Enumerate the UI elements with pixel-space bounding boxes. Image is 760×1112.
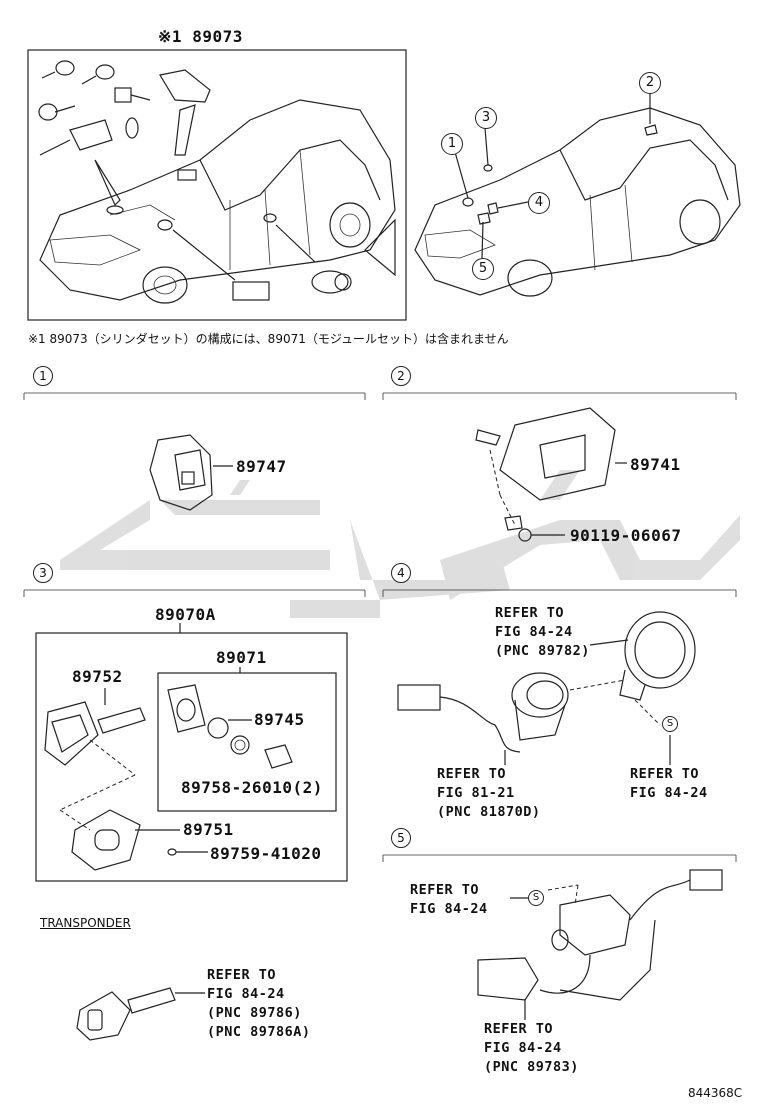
s5-refer-to-bottom[interactable]: REFER TO FIG 84-24 (PNC 89783) — [484, 1021, 579, 1075]
part-number-89758-26010[interactable]: 89758-26010(2) — [181, 778, 323, 797]
s4-refer-to-left[interactable]: REFER TO FIG 81-21 (PNC 81870D) — [437, 766, 541, 820]
part-number-89747[interactable]: 89747 — [236, 457, 287, 476]
section-5-marker[interactable]: 5 — [391, 828, 411, 848]
part-number-89759-41020[interactable]: 89759-41020 — [210, 844, 322, 863]
callout-5[interactable]: 5 — [472, 258, 494, 280]
transponder-refer-to[interactable]: REFER TO FIG 84-24 (PNC 89786) (PNC 8978… — [207, 967, 311, 1040]
module-89071-frame — [157, 672, 337, 812]
car-illustration-left — [39, 99, 396, 304]
ref-mark: ※1 — [158, 27, 183, 46]
s4-refer-to-right[interactable]: REFER TO FIG 84-24 — [630, 766, 708, 801]
callout-3[interactable]: 3 — [475, 107, 497, 129]
diagram-code: 844368C — [688, 1086, 743, 1100]
section3-parts — [44, 684, 293, 871]
cylinder-set-note: ※1 89073（シリンダセット）の構成には、89071（モジュールセット）は含… — [28, 332, 509, 346]
part-number-89070A[interactable]: 89070A — [155, 605, 216, 624]
part-number-89071[interactable]: 89071 — [216, 648, 267, 667]
s5-refer-to-top[interactable]: REFER TO FIG 84-24 — [410, 882, 488, 917]
section-2-marker[interactable]: 2 — [391, 366, 411, 386]
assy-89070A-frame — [35, 632, 348, 882]
top-left-frame — [27, 49, 407, 321]
transponder-label: TRANSPONDER — [40, 916, 131, 930]
s4-refer-to-top[interactable]: REFER TO FIG 84-24 (PNC 89782) — [495, 605, 590, 659]
part-number-90119-06067[interactable]: 90119-06067 — [570, 526, 682, 545]
part-89747-drawing — [149, 434, 233, 511]
watermark-logo — [60, 470, 740, 618]
section5-parts — [477, 869, 723, 1020]
s4-s-mark: S — [662, 716, 678, 732]
part-89741-drawing — [475, 407, 627, 542]
part-number-89073[interactable]: 89073 — [192, 27, 243, 46]
section-1-marker[interactable]: 1 — [33, 366, 53, 386]
ref-mark-part-89073: ※1 89073 — [158, 27, 243, 46]
s5-s-mark: S — [528, 890, 544, 906]
part-number-89752[interactable]: 89752 — [72, 667, 123, 686]
section-4-marker[interactable]: 4 — [391, 563, 411, 583]
part-number-89745[interactable]: 89745 — [254, 710, 305, 729]
keys-cluster — [38, 60, 352, 301]
part-number-89751[interactable]: 89751 — [183, 820, 234, 839]
callout-1[interactable]: 1 — [441, 133, 463, 155]
section-3-marker[interactable]: 3 — [33, 563, 53, 583]
callout-4[interactable]: 4 — [528, 192, 550, 214]
section-dividers — [23, 392, 737, 862]
callout-2[interactable]: 2 — [639, 72, 661, 94]
part-number-89741[interactable]: 89741 — [630, 455, 681, 474]
car-illustration-right — [414, 93, 741, 297]
section4-parts — [397, 611, 696, 765]
transponder-key-drawing — [76, 987, 205, 1041]
